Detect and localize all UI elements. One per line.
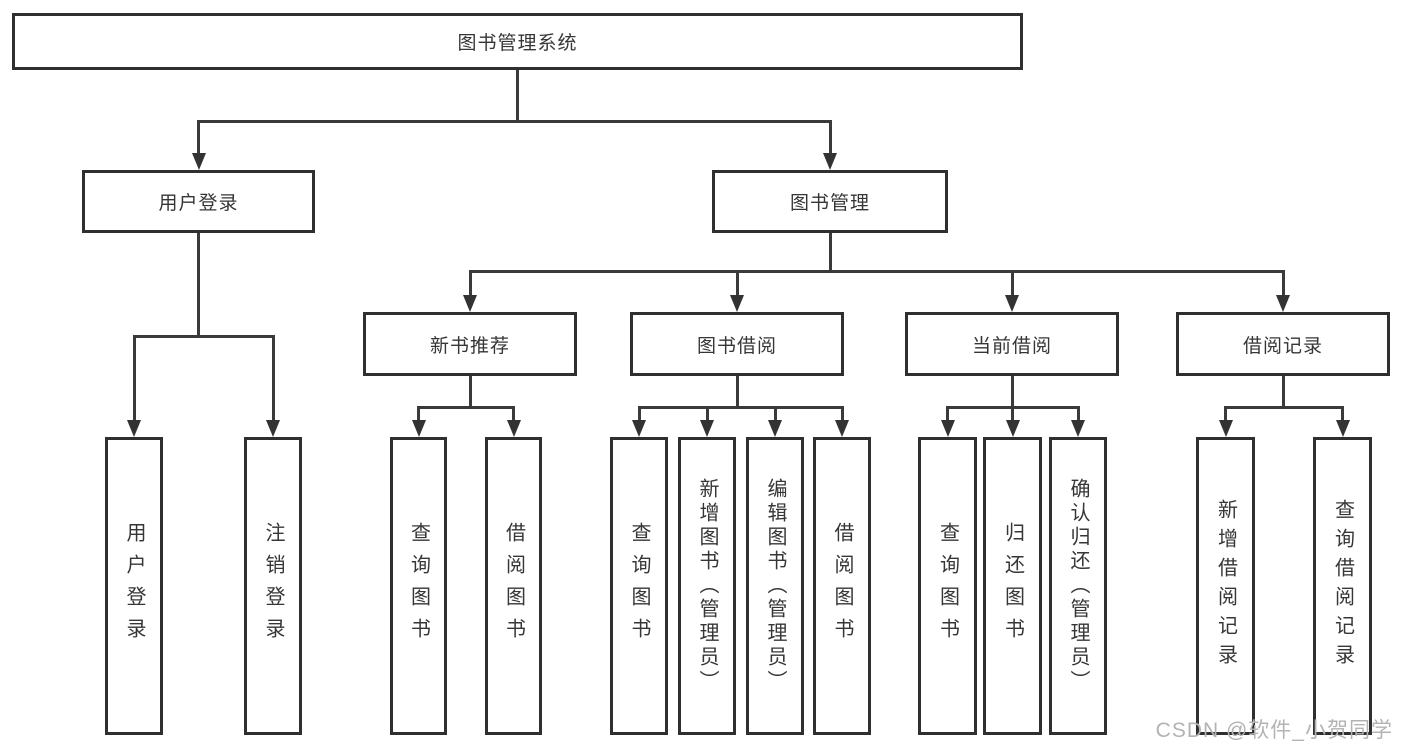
- node-cb-confirm: 确认归还（管理员）: [1049, 437, 1107, 735]
- node-current-borrow: 当前借阅: [905, 312, 1119, 376]
- node-bb-add: 新增图书（管理员）: [678, 437, 736, 735]
- node-nb-borrow: 借阅图书: [485, 437, 542, 735]
- connector-line: [197, 233, 200, 336]
- node-label-book-borrow: 图书借阅: [696, 335, 777, 357]
- connector-line: [417, 407, 420, 423]
- arrowhead-down-icon: [768, 420, 782, 437]
- node-label-root: 图书管理系统: [457, 33, 578, 54]
- node-bb-query: 查询图书: [610, 437, 668, 735]
- connector-line: [637, 405, 844, 409]
- arrowhead-down-icon: [1005, 295, 1019, 312]
- connector-line: [132, 336, 136, 423]
- node-ul-logout: 注销登录: [244, 437, 302, 735]
- arrowhead-down-icon: [411, 420, 426, 437]
- arrowhead-down-icon: [463, 295, 477, 312]
- connector-line: [637, 407, 641, 423]
- connector-line: [1224, 407, 1227, 423]
- connector-line: [468, 271, 472, 298]
- arrowhead-down-icon: [191, 153, 206, 170]
- connector-line: [735, 271, 739, 298]
- node-label-borrow-records: 借阅记录: [1242, 335, 1323, 357]
- arrowhead-down-icon: [506, 420, 521, 437]
- node-label-cb-return: 归还图书: [1001, 522, 1024, 650]
- csdn-watermark: CSDN @软件_小贺同学: [1155, 719, 1393, 742]
- arrowhead-down-icon: [632, 420, 646, 437]
- connector-line: [512, 407, 515, 423]
- node-label-current-borrow: 当前借阅: [971, 335, 1052, 357]
- connector-line: [828, 121, 832, 156]
- connector-line: [705, 407, 709, 423]
- arrowhead-down-icon: [1005, 420, 1020, 437]
- arrowhead-down-icon: [127, 420, 141, 437]
- node-label-br-add: 新增借阅记录: [1214, 499, 1237, 673]
- connector-line: [946, 407, 949, 423]
- node-br-add: 新增借阅记录: [1196, 437, 1255, 735]
- arrowhead-down-icon: [1276, 295, 1290, 312]
- node-label-ul-logout: 注销登录: [262, 522, 284, 650]
- node-book-borrow: 图书借阅: [630, 312, 844, 376]
- node-bb-edit: 编辑图书（管理员）: [746, 437, 804, 735]
- node-label-nb-query: 查询图书: [407, 522, 430, 650]
- connector-line: [1341, 407, 1344, 423]
- arrowhead-down-icon: [1071, 420, 1085, 437]
- connector-line: [197, 119, 832, 123]
- connector-line: [132, 334, 275, 338]
- node-label-bb-query: 查询图书: [628, 522, 650, 650]
- node-label-bb-borrow: 借阅图书: [831, 522, 853, 650]
- connector-line: [735, 376, 739, 407]
- arrowhead-down-icon: [266, 420, 280, 437]
- connector-line: [1076, 407, 1080, 423]
- node-ul-login: 用户登录: [105, 437, 163, 735]
- node-cb-return: 归还图书: [983, 437, 1042, 735]
- connector-line: [468, 376, 472, 407]
- connector-line: [1011, 407, 1014, 423]
- node-bb-borrow: 借阅图书: [813, 437, 871, 735]
- node-label-br-query: 查询借阅记录: [1331, 499, 1354, 673]
- node-nb-query: 查询图书: [390, 437, 447, 735]
- connector-line: [828, 233, 832, 271]
- node-new-book-rec: 新书推荐: [363, 312, 577, 376]
- connector-line: [840, 407, 844, 423]
- connector-line: [468, 269, 1285, 273]
- connector-line: [516, 70, 519, 121]
- connector-line: [773, 407, 777, 423]
- node-user-login: 用户登录: [82, 170, 315, 233]
- connector-line: [417, 405, 515, 409]
- node-label-cb-confirm: 确认归还（管理员）: [1067, 478, 1089, 694]
- connector-line: [271, 336, 275, 423]
- arrowhead-down-icon: [1335, 420, 1350, 437]
- node-label-nb-borrow: 借阅图书: [502, 522, 525, 650]
- arrowhead-down-icon: [1218, 420, 1233, 437]
- connector-line: [197, 121, 200, 156]
- node-book-mgmt: 图书管理: [712, 170, 948, 233]
- node-label-bb-edit: 编辑图书（管理员）: [764, 478, 786, 694]
- node-label-bb-add: 新增图书（管理员）: [696, 478, 718, 694]
- connector-line: [1281, 271, 1285, 298]
- node-root: 图书管理系统: [12, 13, 1023, 70]
- node-label-user-login: 用户登录: [158, 193, 239, 214]
- connector-line: [1010, 376, 1014, 407]
- arrowhead-down-icon: [730, 295, 744, 312]
- connector-line: [1224, 405, 1344, 409]
- node-label-book-mgmt: 图书管理: [789, 193, 870, 214]
- connector-line: [1010, 271, 1014, 298]
- node-label-cb-query: 查询图书: [936, 522, 959, 650]
- node-label-new-book-rec: 新书推荐: [429, 335, 510, 357]
- arrowhead-down-icon: [940, 420, 955, 437]
- node-borrow-records: 借阅记录: [1176, 312, 1390, 376]
- arrowhead-down-icon: [835, 420, 849, 437]
- arrowhead-down-icon: [823, 153, 837, 170]
- connector-line: [1281, 376, 1285, 407]
- node-label-ul-login: 用户登录: [123, 522, 145, 650]
- arrowhead-down-icon: [700, 420, 714, 437]
- node-cb-query: 查询图书: [918, 437, 977, 735]
- node-br-query: 查询借阅记录: [1313, 437, 1372, 735]
